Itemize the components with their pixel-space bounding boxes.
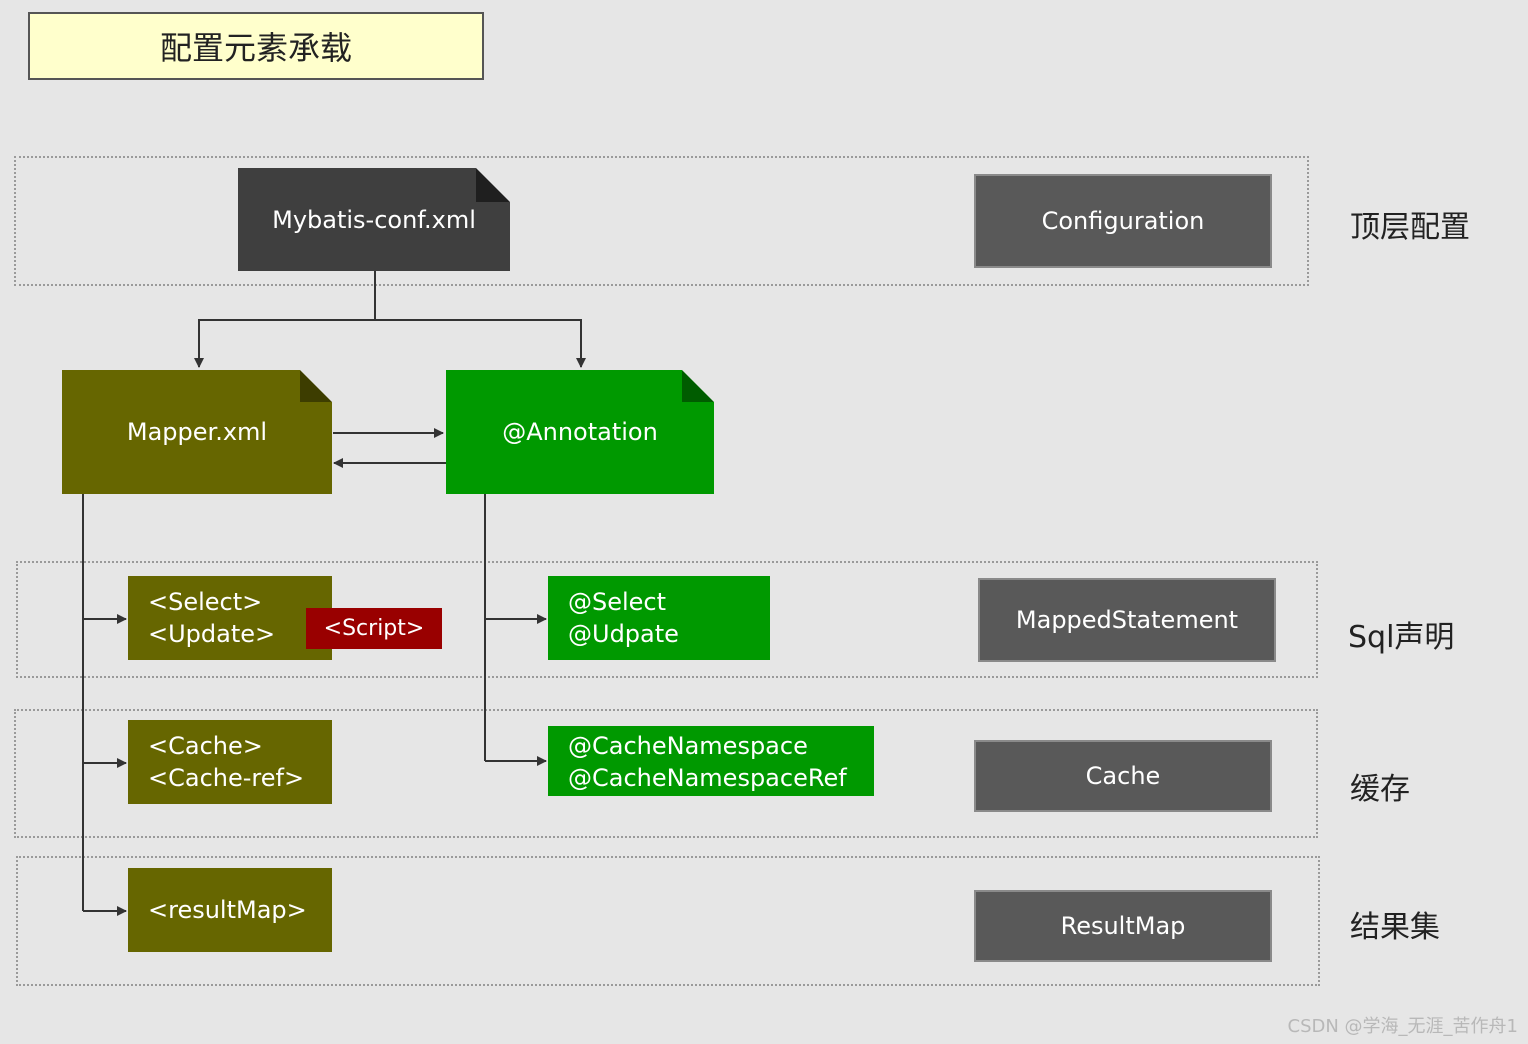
annotation-update-label: @Udpate bbox=[568, 620, 679, 648]
top-layer-group bbox=[14, 156, 1309, 286]
annotation-cache-elements: @CacheNamespace @CacheNamespaceRef bbox=[548, 726, 874, 796]
xml-cache-ref-label: <Cache-ref> bbox=[148, 764, 305, 792]
cache-class-label: Cache bbox=[1085, 762, 1161, 790]
annotation-document-label: @Annotation bbox=[502, 418, 658, 446]
xml-cache-label: <Cache> bbox=[148, 732, 263, 760]
conf-document-label: Mybatis-conf.xml bbox=[272, 205, 476, 234]
title-text: 配置元素承载 bbox=[159, 29, 352, 67]
mapper-document: Mapper.xml bbox=[62, 370, 332, 494]
cache-layer-label: 缓存 bbox=[1350, 772, 1410, 807]
xml-sql-elements: <Select> <Update> bbox=[128, 576, 332, 660]
conf-to-mapper-line bbox=[194, 319, 375, 368]
configuration-class-label: Configuration bbox=[1041, 207, 1205, 235]
cache-class-box: Cache bbox=[974, 740, 1272, 812]
script-label: <Script> bbox=[323, 616, 425, 641]
result-layer-label: 结果集 bbox=[1350, 910, 1440, 945]
xml-resultmap-label: <resultMap> bbox=[148, 896, 307, 924]
resultmap-class-label: ResultMap bbox=[1060, 912, 1186, 940]
annotation-select-label: @Select bbox=[568, 588, 667, 616]
watermark: CSDN @学海_无涯_苦作舟1 bbox=[1287, 1016, 1519, 1037]
mappedstatement-class-box: MappedStatement bbox=[978, 578, 1276, 662]
sql-layer-label: Sql声明 bbox=[1348, 620, 1455, 655]
annotation-cachenamespaceref-label: @CacheNamespaceRef bbox=[568, 764, 847, 792]
script-element: <Script> bbox=[306, 608, 442, 649]
sql-layer-group bbox=[16, 561, 1318, 678]
annotation-sql-elements: @Select @Udpate bbox=[548, 576, 770, 660]
xml-result-element: <resultMap> bbox=[128, 868, 332, 952]
configuration-class-box: Configuration bbox=[974, 174, 1272, 268]
xml-select-label: <Select> bbox=[148, 588, 263, 616]
mapper-document-label: Mapper.xml bbox=[126, 418, 268, 446]
top-layer-label: 顶层配置 bbox=[1350, 210, 1470, 245]
cache-layer-group bbox=[14, 709, 1318, 838]
mappedstatement-class-label: MappedStatement bbox=[1015, 606, 1239, 634]
title-box: 配置元素承载 bbox=[28, 12, 484, 80]
resultmap-class-box: ResultMap bbox=[974, 890, 1272, 962]
conf-document: Mybatis-conf.xml bbox=[238, 168, 510, 271]
page-fold-icon bbox=[300, 370, 332, 402]
xml-cache-elements: <Cache> <Cache-ref> bbox=[128, 720, 332, 804]
result-layer-group bbox=[16, 856, 1320, 986]
xml-update-label: <Update> bbox=[148, 620, 276, 648]
annotation-cachenamespace-label: @CacheNamespace bbox=[568, 732, 808, 760]
page-fold-icon bbox=[682, 370, 714, 402]
annotation-document: @Annotation bbox=[446, 370, 714, 494]
conf-to-annotation-line bbox=[375, 319, 586, 368]
page-fold-icon bbox=[476, 168, 510, 202]
